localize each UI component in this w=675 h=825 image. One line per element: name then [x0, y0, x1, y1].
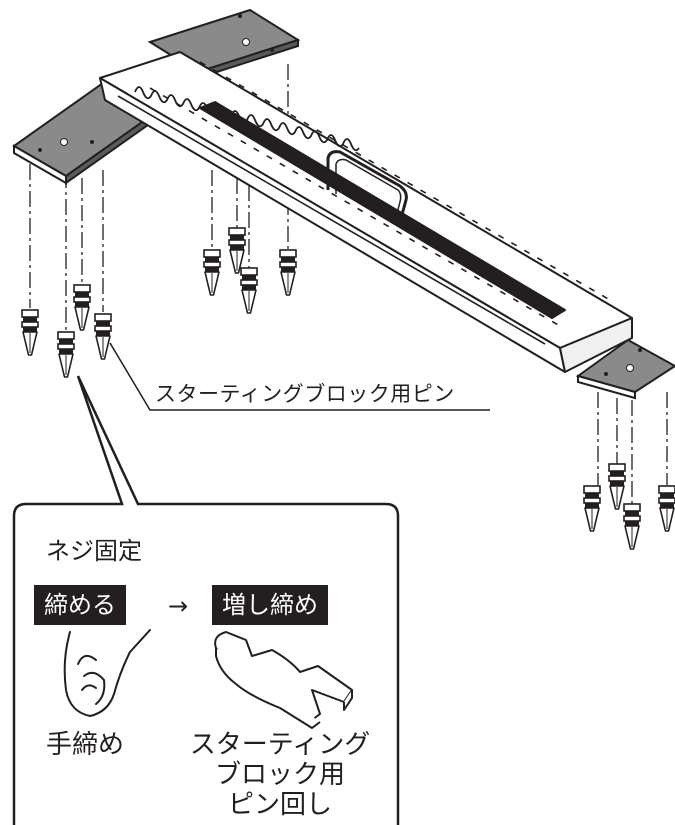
- pin-callout-leader: [109, 342, 490, 411]
- pin-wrench-caption-line: ピン回し: [227, 790, 332, 820]
- hand-illustration: [63, 629, 151, 717]
- rail-teeth: [117, 61, 611, 345]
- pin: [21, 309, 39, 356]
- pin: [57, 331, 75, 378]
- pin: [608, 463, 626, 510]
- pin-wrench-caption-line: スターティング: [189, 730, 371, 760]
- pin-wrench-illustration: [214, 631, 353, 729]
- pin: [279, 249, 297, 296]
- retighten-badge: 増し締め: [212, 585, 328, 625]
- rail-handle: [326, 150, 408, 225]
- pin: [228, 227, 246, 274]
- pin: [73, 284, 91, 331]
- pin: [203, 249, 221, 296]
- inset-title: ネジ固定: [46, 537, 142, 565]
- pin: [623, 503, 641, 550]
- tighten-badge: 締める: [34, 585, 126, 625]
- step-arrow: →: [168, 592, 189, 620]
- starting-block-rail: [99, 51, 633, 373]
- pin: [94, 313, 112, 360]
- pin: [240, 267, 258, 314]
- hand-tighten-caption: 手締め: [46, 730, 125, 760]
- pin-wrench-caption: スターティング ブロック用 ピン回し: [180, 730, 380, 820]
- front-base-plate: [575, 338, 675, 400]
- pin: [658, 485, 675, 532]
- pin-callout-label: スターティングブロック用ピン: [155, 382, 455, 406]
- pin-wrench-caption-line: ブロック用: [214, 760, 345, 790]
- pin: [583, 485, 601, 532]
